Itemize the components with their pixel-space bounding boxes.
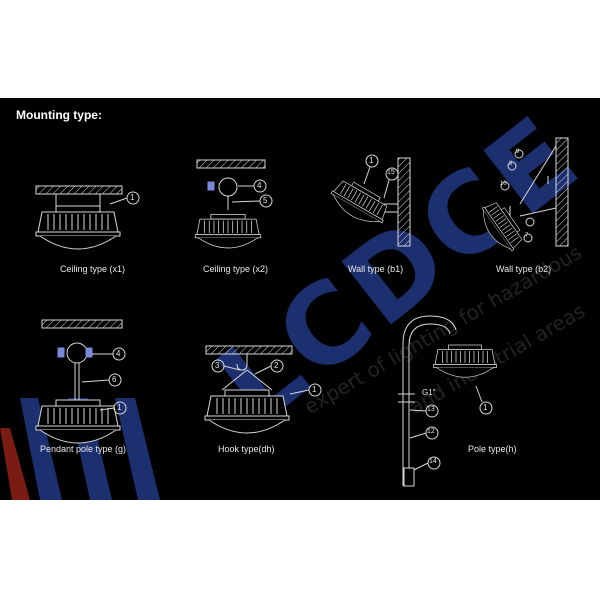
callout-2-dh: 2 [274,361,279,370]
pole-h-drawing [398,315,497,487]
callout-4-x2: 4 [257,181,262,190]
callout-1-h: 1 [483,403,488,412]
caption-ceiling-x1: Ceiling type (x1) [60,264,126,274]
callout-3-dh: 3 [215,361,220,370]
page-title: Mounting type: [16,108,102,122]
callout-1-dh: 1 [312,385,317,394]
callout-9-b2: 9 [516,149,520,155]
callout-8-b2: 8 [509,161,513,167]
wall-b1-drawing [326,154,411,247]
caption-wall-b2: Wall type (b2) [496,264,552,274]
pendant-g-drawing [35,319,127,444]
callout-1-x1: 1 [130,193,135,202]
callout-7-b2: 7 [525,233,529,239]
callout-1-g: 1 [117,403,122,412]
caption-pendant-g: Pendant pole type (g) [40,444,127,454]
ceiling-x1-drawing [35,185,140,250]
watermark-blue-stripe-3 [115,398,160,500]
callout-6-g: 6 [112,375,117,384]
caption-ceiling-x2: Ceiling type (x2) [203,264,269,274]
callout-4-g: 4 [116,349,121,358]
callout-1-b1: 1 [369,156,374,165]
callout-13-h: 13 [427,406,435,413]
mounting-diagram-panel: LCDCE expert of lighting for hazardous a… [0,98,600,500]
ceiling-x2-drawing [194,159,273,249]
callout-10-b2: 10 [500,181,507,187]
wall-b2-drawing [475,137,569,256]
drawings-layer [35,137,569,487]
caption-wall-b1: Wall type (b1) [348,264,404,274]
callout-14-h: 14 [429,458,437,465]
callout-5-x2: 5 [263,196,268,205]
callout-15-b1: 15 [387,169,395,176]
watermark-red-stripe [0,428,30,500]
caption-hook-dh: Hook type(dh) [218,444,275,454]
caption-pole-h: Pole type(h) [468,444,517,454]
watermark-blue-stripe-1 [20,398,62,500]
hook-dh-drawing [204,345,322,434]
thread-label: G1" [422,388,436,397]
callout-12-h: 12 [427,428,435,435]
